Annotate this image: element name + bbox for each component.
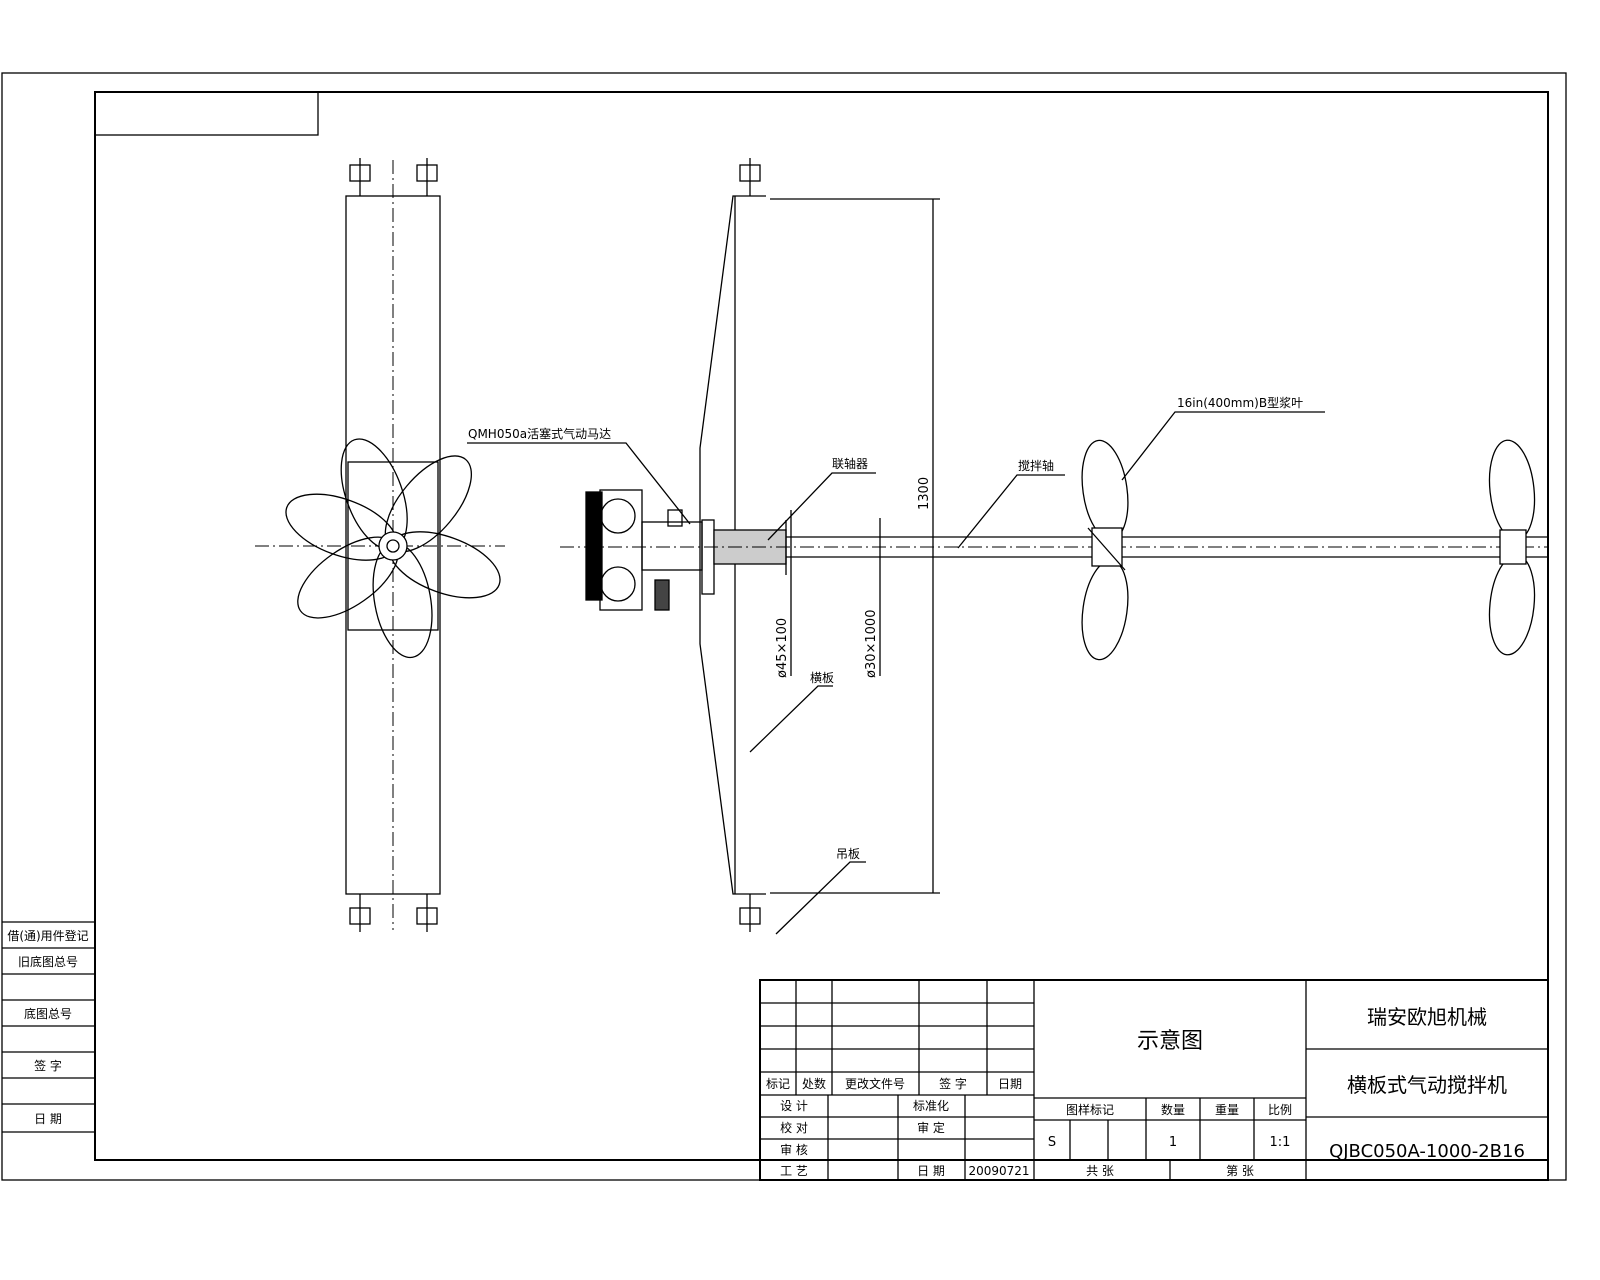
label-coupling: 联轴器 (832, 456, 868, 471)
strip-label: 借(通)用件登记 (7, 928, 88, 943)
rev-header: 签 字 (939, 1076, 967, 1091)
impeller-side (1081, 439, 1536, 661)
attr-quantity: 1 (1169, 1135, 1177, 1150)
left-strip (2, 921, 95, 1133)
rev-header: 更改文件号 (845, 1076, 905, 1091)
sign-role: 校 对 (780, 1120, 808, 1135)
attr-header: 比例 (1268, 1103, 1292, 1117)
drawing-number: QJBC050A-1000-2B16 (1329, 1141, 1525, 1162)
sign-role2: 审 定 (917, 1120, 945, 1135)
strip-label: 签 字 (34, 1058, 62, 1073)
label-motor: QMH050a活塞式气动马达 (468, 426, 611, 441)
impeller-front (285, 438, 501, 659)
sign-role2: 标准化 (913, 1099, 949, 1113)
strip-label: 底图总号 (24, 1006, 72, 1021)
rev-header: 日期 (998, 1077, 1022, 1091)
shaft (560, 536, 1548, 558)
sign-role: 审 核 (780, 1142, 808, 1157)
title-block (759, 979, 1549, 1181)
attr-mark: S (1048, 1135, 1056, 1150)
sheet-total: 共 张 (1086, 1164, 1114, 1178)
label-shaft: 搅拌轴 (1018, 458, 1054, 473)
sheet-number: 第 张 (1226, 1164, 1254, 1178)
rev-header: 标记 (766, 1077, 790, 1091)
attr-header: 图样标记 (1066, 1102, 1114, 1117)
strip-label: 日 期 (34, 1112, 62, 1126)
end-view (255, 158, 505, 932)
label-plate: 横板 (810, 671, 834, 685)
attr-header: 数量 (1161, 1102, 1185, 1117)
label-impeller: 16in(400mm)B型浆叶 (1177, 395, 1303, 410)
product-name: 横板式气动搅拌机 (1347, 1073, 1507, 1097)
dim-shaft: ø30×1000 (864, 610, 879, 678)
sign-role: 设 计 (780, 1099, 808, 1113)
strip-label: 旧底图总号 (18, 954, 78, 969)
top-left-box (94, 91, 319, 136)
attr-header: 重量 (1215, 1103, 1239, 1117)
dim-coupling: ø45×100 (775, 618, 790, 678)
rev-header: 处数 (802, 1076, 826, 1091)
sign-role: 工 艺 (780, 1164, 808, 1178)
sign-role2: 日 期 (917, 1164, 945, 1178)
date-value: 20090721 (968, 1164, 1029, 1178)
air-motor (585, 489, 715, 611)
inner-frame (94, 91, 1549, 1161)
label-hanging-plate: 吊板 (836, 847, 860, 861)
coupling (713, 520, 787, 575)
attr-scale: 1:1 (1270, 1135, 1291, 1150)
drawing-type: 示意图 (1137, 1029, 1203, 1054)
side-view (467, 158, 1548, 935)
dim-height: 1300 (917, 477, 932, 510)
knob-icon (349, 158, 438, 932)
company-name: 瑞安欧旭机械 (1367, 1005, 1487, 1029)
dimension-lines (467, 198, 1325, 935)
